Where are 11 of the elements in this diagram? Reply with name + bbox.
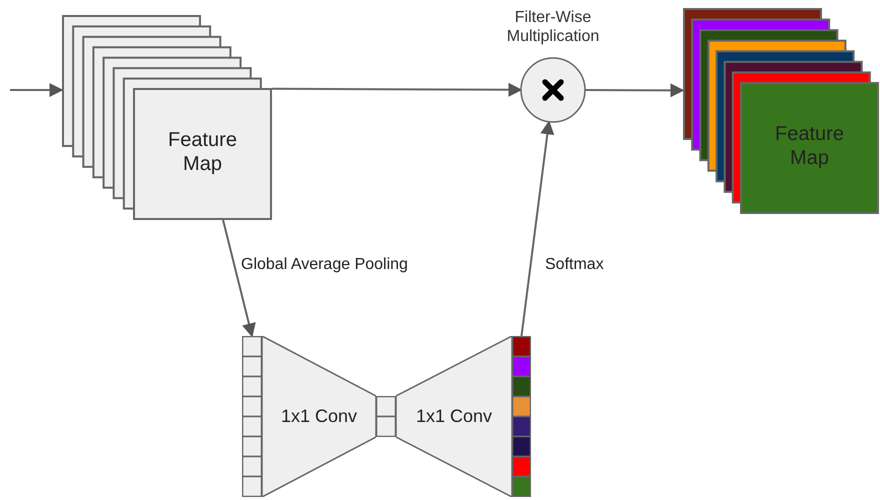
arrow xyxy=(585,83,684,98)
arrow xyxy=(520,120,554,336)
arrow xyxy=(272,82,522,97)
arrow xyxy=(222,220,256,338)
node-label: Feature Map xyxy=(774,122,845,170)
edge-label: Global Average Pooling xyxy=(241,256,408,274)
node-label: 1x1 Conv xyxy=(280,406,358,428)
node-label: Feature Map xyxy=(167,128,238,176)
node-label: 1x1 Conv xyxy=(414,406,494,428)
node-label: Filter-Wise Multiplication xyxy=(506,8,600,46)
arrow xyxy=(10,83,64,98)
